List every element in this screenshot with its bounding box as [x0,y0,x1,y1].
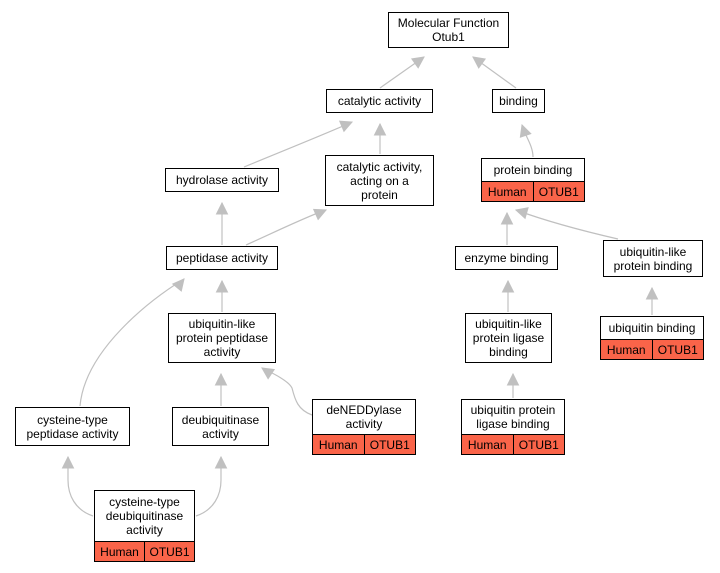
gene-cell: OTUB1 [651,340,704,359]
edge-ublbinding-to-protbinding [515,209,619,240]
node-cysteine-type-deubiquitinase[interactable]: cysteine-type deubiquitinase activity Hu… [94,490,195,562]
node-ubiquitin-binding[interactable]: ubiquitin binding Human OTUB1 [600,316,704,360]
node-label: catalytic activity, acting on a protein [336,159,423,202]
node-label: ubiquitin binding [608,321,696,335]
node-molecular-function[interactable]: Molecular Function Otub1 [388,12,509,48]
node-label: ubiquitin-like protein binding [613,244,693,273]
node-cysteine-type-peptidase[interactable]: cysteine-type peptidase activity [15,407,130,446]
edge-cyspeptidase-to-peptidase [79,278,185,407]
arrowhead-1 [472,56,487,69]
node-label: Molecular Function Otub1 [397,16,500,44]
node-catalytic-on-protein[interactable]: catalytic activity, acting on a protein [325,155,434,206]
node-label: hydrolase activity [175,173,269,187]
species-cell: Human [318,437,358,452]
annotation-row: Human OTUB1 [482,181,584,201]
arrowhead-13 [214,372,228,386]
node-hydrolase-activity[interactable]: hydrolase activity [165,168,279,192]
node-label: ubiquitin-like protein ligase binding [472,317,545,359]
edge-peptidase-to-catprotein [245,209,327,246]
arrowhead-15 [506,372,520,386]
species-cell: Human [487,184,527,199]
species-cell: Human [100,544,139,559]
gene-cell: OTUB1 [144,542,194,561]
node-label: protein binding [493,163,573,177]
node-peptidase-activity[interactable]: peptidase activity [166,246,278,270]
node-label: ubiquitin protein ligase binding [470,403,556,431]
node-binding[interactable]: binding [492,89,545,113]
arrowhead-9 [215,279,229,293]
node-label: deNEDDylase activity [326,403,402,431]
node-label: peptidase activity [175,251,269,265]
arrowhead-0 [410,56,425,69]
gene-cell: OTUB1 [512,435,565,454]
annotation-row: Human OTUB1 [313,434,415,454]
node-enzyme-binding[interactable]: enzyme binding [455,246,558,270]
arrowhead-12 [171,278,185,292]
species-cell: Human [606,342,646,357]
node-label: enzyme binding [464,251,549,265]
annotation-row: Human OTUB1 [601,339,703,359]
gene-cell: OTUB1 [363,435,416,454]
node-label: ubiquitin-like protein peptidase activit… [175,317,269,359]
node-label: deubiquitinase activity [181,412,260,441]
node-protein-binding[interactable]: protein binding Human OTUB1 [481,158,585,202]
node-ubiquitin-like-protein-peptidase[interactable]: ubiquitin-like protein peptidase activit… [168,313,276,363]
node-catalytic-activity[interactable]: catalytic activity [326,89,433,113]
node-ubiquitin-like-protein-binding[interactable]: ubiquitin-like protein binding [603,240,703,277]
arrowhead-5 [215,201,229,215]
arrowhead-4 [519,123,532,138]
arrowhead-8 [514,207,529,220]
node-label: binding [499,94,538,108]
arrowhead-17 [214,455,228,469]
annotation-row: Human OTUB1 [95,541,194,561]
node-ubiquitin-protein-ligase-binding[interactable]: ubiquitin protein ligase binding Human O… [461,399,565,455]
arrowhead-11 [645,286,659,300]
node-ubiquitin-like-protein-ligase-binding[interactable]: ubiquitin-like protein ligase binding [465,313,552,363]
species-cell: Human [467,437,507,452]
arrowhead-10 [501,279,515,293]
node-deneddylase-activity[interactable]: deNEDDylase activity Human OTUB1 [312,399,416,455]
gene-cell: OTUB1 [532,182,585,201]
node-deubiquitinase-activity[interactable]: deubiquitinase activity [172,407,269,446]
annotation-row: Human OTUB1 [462,434,564,454]
node-label: cysteine-type deubiquitinase activity [105,495,184,537]
arrowhead-2 [338,120,354,133]
arrowhead-6 [312,208,328,221]
arrowhead-3 [373,122,387,136]
arrowhead-14 [261,367,276,380]
node-label: cysteine-type peptidase activity [26,412,119,441]
arrowhead-16 [61,455,75,469]
node-label: catalytic activity [337,94,422,108]
arrowhead-7 [500,211,514,225]
